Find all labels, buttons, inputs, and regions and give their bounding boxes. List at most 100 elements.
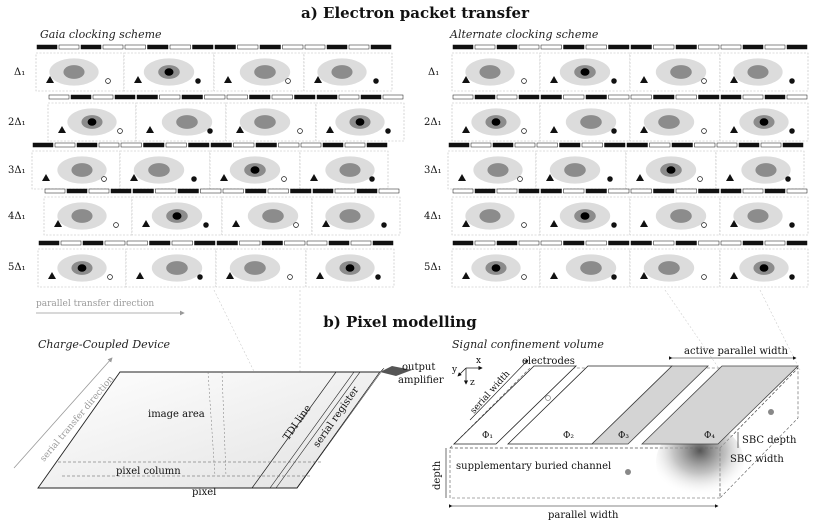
electrode-bar xyxy=(54,142,76,148)
charge-core xyxy=(166,261,188,275)
trap-dot xyxy=(117,128,123,134)
electrode-bar xyxy=(448,142,470,148)
trap-marker xyxy=(236,126,244,133)
trap-dot xyxy=(369,176,375,182)
electrode-bar xyxy=(200,188,222,194)
electrode-bar xyxy=(514,142,536,148)
electrode-bar xyxy=(649,142,671,148)
electrode-bar xyxy=(742,240,764,246)
electrode-bar xyxy=(233,142,255,148)
electrode-bar xyxy=(48,94,70,100)
trap-marker xyxy=(224,76,232,83)
trap-marker xyxy=(730,220,738,227)
electrode-bar xyxy=(82,240,104,246)
electrode-bar xyxy=(304,44,326,50)
charge-core xyxy=(564,163,586,177)
electrode-bar xyxy=(255,142,277,148)
ccd-drawing: image area TDI line serial register pixe… xyxy=(13,357,444,498)
pixel-column-label: pixel column xyxy=(116,466,181,477)
electrode-bar xyxy=(348,44,370,50)
electrode-bar xyxy=(76,142,98,148)
charge-core xyxy=(71,209,93,223)
electrode-bar xyxy=(155,188,177,194)
trap-marker xyxy=(54,220,62,227)
electrode-phi1 xyxy=(453,365,577,445)
trap-dot xyxy=(105,78,111,84)
trap-dot xyxy=(701,78,707,84)
electrode-bar xyxy=(360,94,382,100)
electrode-bar xyxy=(372,240,394,246)
electrode-bar xyxy=(326,44,348,50)
electrode-bar xyxy=(518,240,540,246)
trap-dot xyxy=(195,78,201,84)
charge-core xyxy=(747,209,769,223)
electrode-bar xyxy=(237,44,259,50)
charge-peak xyxy=(77,264,87,272)
charge-peak xyxy=(491,118,501,126)
electrode-bar xyxy=(222,188,244,194)
electrode-bar xyxy=(136,94,158,100)
electrode-bar xyxy=(563,94,585,100)
ccd-edge xyxy=(296,367,385,489)
electrode-bar xyxy=(563,240,585,246)
electrode-bar xyxy=(38,240,60,246)
electrode-bar xyxy=(474,188,496,194)
charge-peak xyxy=(172,212,182,220)
electrode-bar xyxy=(764,44,786,50)
trap-dot xyxy=(521,274,527,280)
electrode-bar xyxy=(300,142,322,148)
charge-peak xyxy=(666,166,676,174)
electrode-bar xyxy=(344,142,366,148)
charge-core xyxy=(339,209,361,223)
parallel-transfer-label: parallel transfer direction xyxy=(36,299,154,309)
trap-dot xyxy=(101,176,107,182)
electrode-bar xyxy=(306,240,328,246)
row-label: 5Δ₁ xyxy=(8,262,26,273)
trap-marker xyxy=(130,174,138,181)
panel-row xyxy=(31,142,389,190)
trap-dot xyxy=(385,128,391,134)
trap-dot xyxy=(701,128,707,134)
electrode-bar xyxy=(698,188,720,194)
electrode-bar xyxy=(630,44,652,50)
row-label: 3Δ₁ xyxy=(424,165,442,176)
charge-core xyxy=(176,115,198,129)
electrode-bar xyxy=(653,188,675,194)
row-label: 4Δ₁ xyxy=(8,211,26,222)
trap-dot xyxy=(611,222,617,228)
trap-dot xyxy=(107,274,113,280)
amplifier-label: amplifier xyxy=(398,375,444,386)
electrode-bar xyxy=(518,44,540,50)
trap-dot xyxy=(701,274,707,280)
charge-core xyxy=(63,65,85,79)
panel-row xyxy=(451,188,809,236)
image-area-label: image area xyxy=(148,409,205,420)
electrode-bar xyxy=(671,142,693,148)
electrode-bar xyxy=(585,188,607,194)
electrode-bar xyxy=(92,94,114,100)
electrode-bar xyxy=(518,94,540,100)
electrode-bar xyxy=(630,240,652,246)
sbc-width-label: SBC width xyxy=(730,454,784,465)
charge-core xyxy=(658,261,680,275)
output-amplifier xyxy=(380,366,412,376)
electrode-bar xyxy=(540,240,562,246)
panel-row xyxy=(35,44,393,92)
row-label: 3Δ₁ xyxy=(8,165,26,176)
charge-peak xyxy=(491,264,501,272)
trap-marker xyxy=(48,272,56,279)
electrode-bar xyxy=(316,94,338,100)
trap-dot xyxy=(197,274,203,280)
charge-core xyxy=(747,65,769,79)
trap-marker xyxy=(316,272,324,279)
trap-marker xyxy=(640,126,648,133)
trap-marker xyxy=(220,174,228,181)
trap-marker xyxy=(550,76,558,83)
electrode-bar xyxy=(226,94,248,100)
electrode-bar xyxy=(540,188,562,194)
charge-core xyxy=(580,261,602,275)
electrode-bar xyxy=(102,44,124,50)
alternate-panels xyxy=(447,44,809,288)
electrode-bar xyxy=(675,94,697,100)
electrode-bar xyxy=(608,44,630,50)
